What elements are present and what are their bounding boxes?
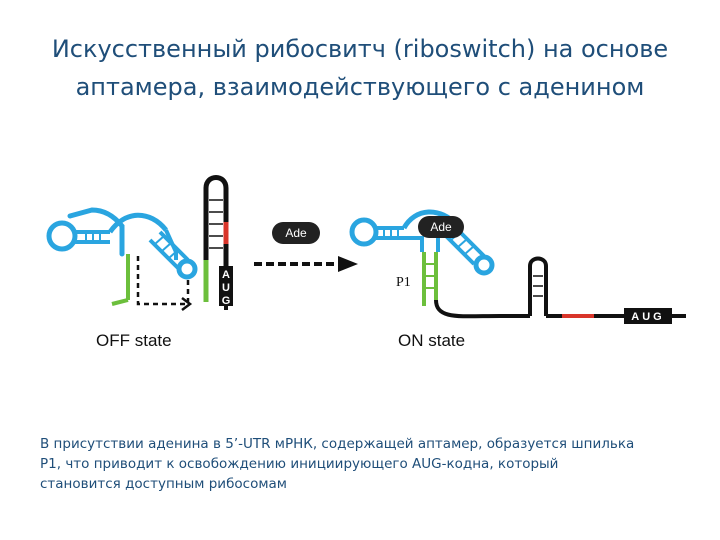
off-hairpin-bonds	[209, 200, 223, 248]
on-aptamer-hairpin-loop	[352, 220, 376, 244]
transition-group: Ade	[254, 222, 358, 272]
off-state-label: OFF state	[96, 331, 172, 350]
on-state-label: ON state	[398, 331, 465, 350]
on-small-hairpin	[530, 259, 546, 317]
transition-arrow-head	[338, 256, 358, 272]
off-p1-lower-strand	[112, 300, 128, 304]
title-line-2: аптамера, взаимодействующего с аденином	[0, 68, 720, 106]
on-small-hairpin-bonds	[533, 276, 543, 296]
riboswitch-diagram: A U G OFF state Ade Ade	[0, 160, 720, 360]
on-downstream-strand	[436, 300, 530, 316]
ade-label-bound: Ade	[430, 220, 452, 234]
on-state-structure: Ade AUG	[352, 212, 686, 324]
caption-line-1: В присутствии аденина в 5’-UTR мРНК, сод…	[40, 434, 690, 454]
off-aptamer-arc	[110, 215, 166, 232]
ade-label-transition: Ade	[285, 226, 307, 240]
off-codon-a: A	[222, 269, 230, 281]
on-diagonal-loop	[476, 257, 492, 273]
p1-label: P1	[396, 275, 411, 290]
title-line-1: Искусственный рибосвитч (riboswitch) на …	[0, 30, 720, 68]
on-aptamer-left-strand	[404, 238, 422, 252]
caption-line-3: становится доступным рибосомам	[40, 474, 690, 494]
slide-title: Искусственный рибосвитч (riboswitch) на …	[0, 30, 720, 106]
off-codon-u: U	[222, 282, 230, 294]
off-diagonal-loop	[179, 261, 195, 277]
caption-line-2: P1, что приводит к освобождению иницииру…	[40, 454, 690, 474]
off-state-structure: A U G	[49, 178, 233, 311]
off-aptamer-hairpin-loop	[49, 223, 75, 249]
on-codon-label: AUG	[631, 311, 664, 323]
off-codon-g: G	[222, 295, 231, 307]
caption-text: В присутствии аденина в 5’-UTR мРНК, сод…	[40, 434, 690, 494]
